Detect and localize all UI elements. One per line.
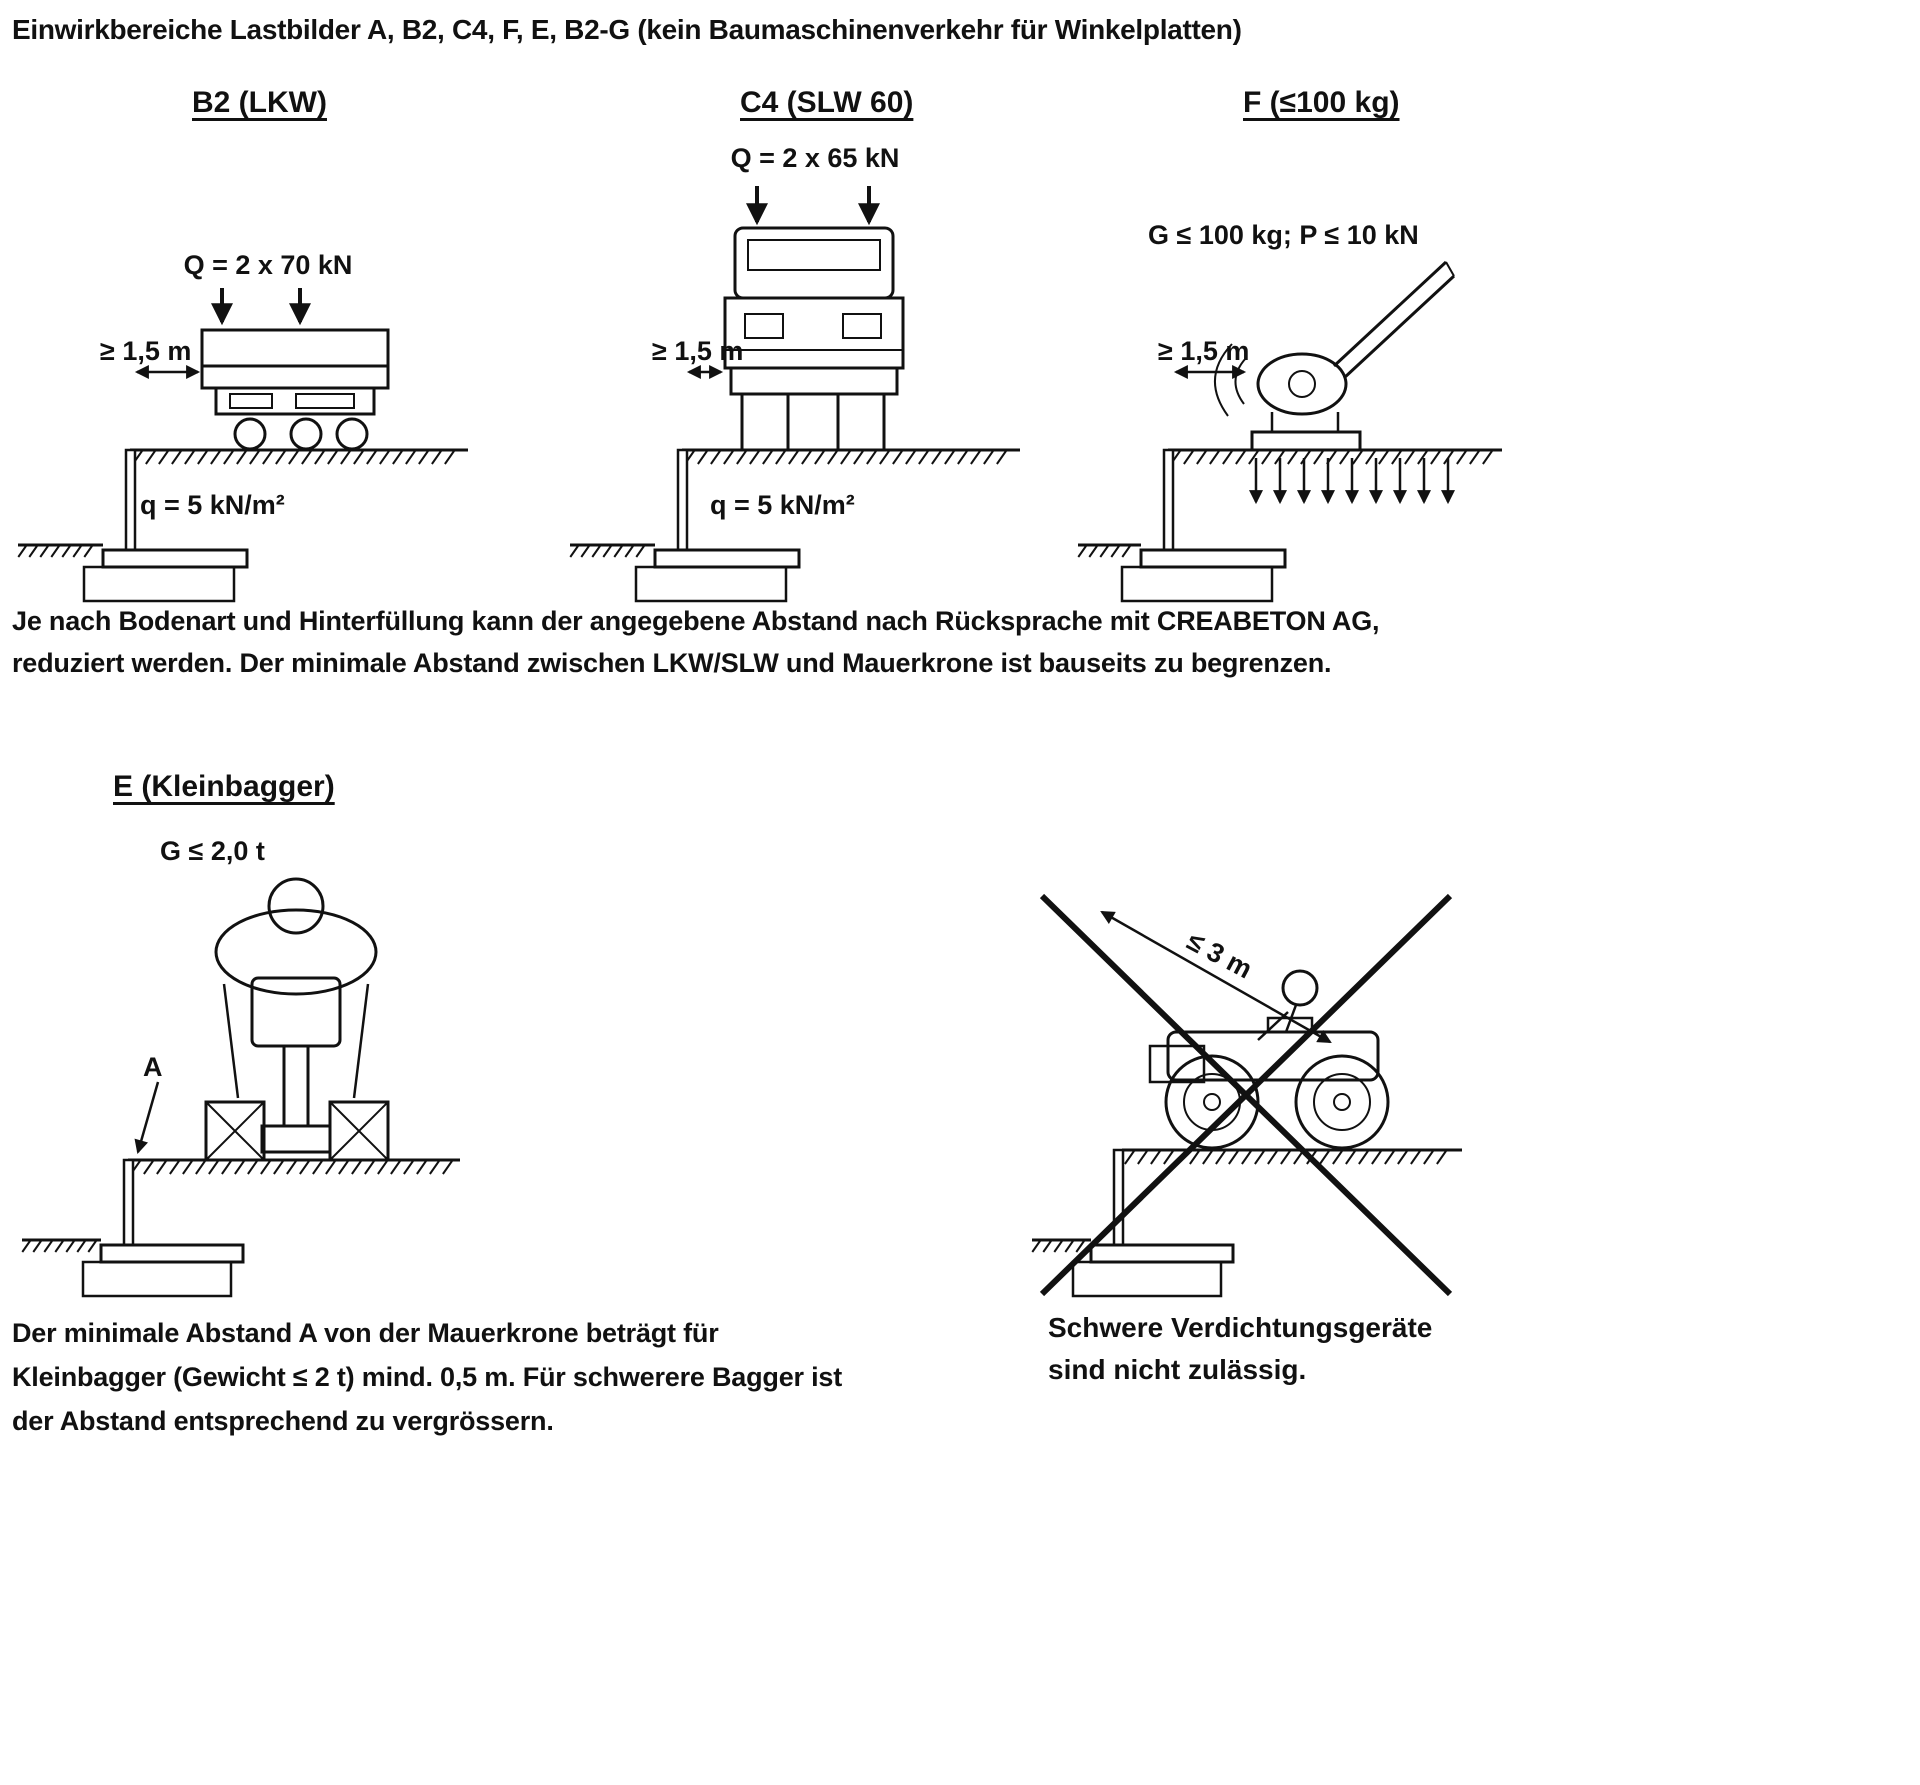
weight-label-e: G ≤ 2,0 t (160, 836, 265, 866)
dimension-arrow-forbidden (1100, 910, 1332, 1044)
retaining-wall-icon-c4 (570, 448, 801, 603)
mini-excavator-icon (204, 877, 390, 1162)
heading-f: F (≤100 kg) (1243, 86, 1400, 119)
truck-rear-icon (723, 226, 905, 452)
retaining-wall-icon-f (1078, 448, 1287, 603)
retaining-wall-icon-forbidden (1032, 1148, 1235, 1298)
distance-label-c4: ≥ 1,5 m (652, 336, 744, 366)
heading-c4: C4 (SLW 60) (740, 86, 914, 119)
distance-label-f: ≥ 1,5 m (1158, 336, 1250, 366)
page-title: Einwirkbereiche Lastbilder A, B2, C4, F,… (12, 14, 1242, 45)
surcharge-label-b2: q = 5 kN/m² (140, 490, 285, 520)
lower-terrain-hatch-f (1077, 545, 1131, 558)
diagram-b2-drawing (17, 288, 468, 603)
middle-note-line1: Je nach Bodenart und Hinterfüllung kann … (12, 606, 1380, 636)
terrain-hatch-b2 (132, 450, 455, 465)
surcharge-label-c4: q = 5 kN/m² (710, 490, 855, 520)
dimension-arrow-e (134, 1081, 160, 1155)
diagram-e-drawing (21, 877, 460, 1298)
load-label-b2: Q = 2 x 70 kN (183, 250, 353, 280)
terrain-hatch-c4 (684, 450, 1007, 465)
load-label-c4: Q = 2 x 65 kN (730, 143, 900, 173)
distance-label-b2: ≥ 1,5 m (100, 336, 192, 366)
bottom-note-line1: Der minimale Abstand A von der Mauerkron… (12, 1318, 719, 1348)
heading-b2: B2 (LKW) (192, 86, 327, 119)
lower-terrain-hatch-c4 (569, 545, 645, 558)
lower-terrain-hatch-b2 (17, 545, 93, 558)
truck-side-icon (200, 328, 390, 451)
bottom-note-line2: Kleinbagger (Gewicht ≤ 2 t) mind. 0,5 m.… (12, 1362, 843, 1392)
load-arrows-c4 (746, 186, 880, 226)
retaining-wall-icon-e (22, 1158, 245, 1298)
bottom-note-line3: der Abstand entsprechend zu vergrössern. (12, 1406, 554, 1436)
heading-e: E (Kleinbagger) (113, 770, 335, 803)
retaining-wall-icon-b2 (18, 448, 249, 603)
plate-compactor-icon (1214, 260, 1456, 452)
terrain-hatch-f (1170, 450, 1493, 465)
middle-note-line2: reduziert werden. Der minimale Abstand z… (12, 648, 1332, 678)
lower-terrain-hatch-e (21, 1240, 97, 1253)
terrain-hatch-e (130, 1160, 453, 1175)
load-label-f: G ≤ 100 kg; P ≤ 10 kN (1148, 220, 1419, 250)
diagram-forbidden-drawing (1031, 893, 1462, 1298)
prohibition-x-icon (1039, 893, 1453, 1297)
diagram-c4-drawing (569, 186, 1020, 603)
dim-label-e: A (143, 1052, 163, 1082)
lower-terrain-hatch-forbidden (1031, 1240, 1085, 1253)
diagram-f-drawing (1077, 260, 1502, 603)
forbidden-caption-line2: sind nicht zulässig. (1048, 1354, 1307, 1385)
soil-pressure-arrows (1249, 458, 1455, 505)
load-arrows-b2 (211, 288, 311, 326)
forbidden-caption-line1: Schwere Verdichtungsgeräte (1048, 1312, 1433, 1343)
